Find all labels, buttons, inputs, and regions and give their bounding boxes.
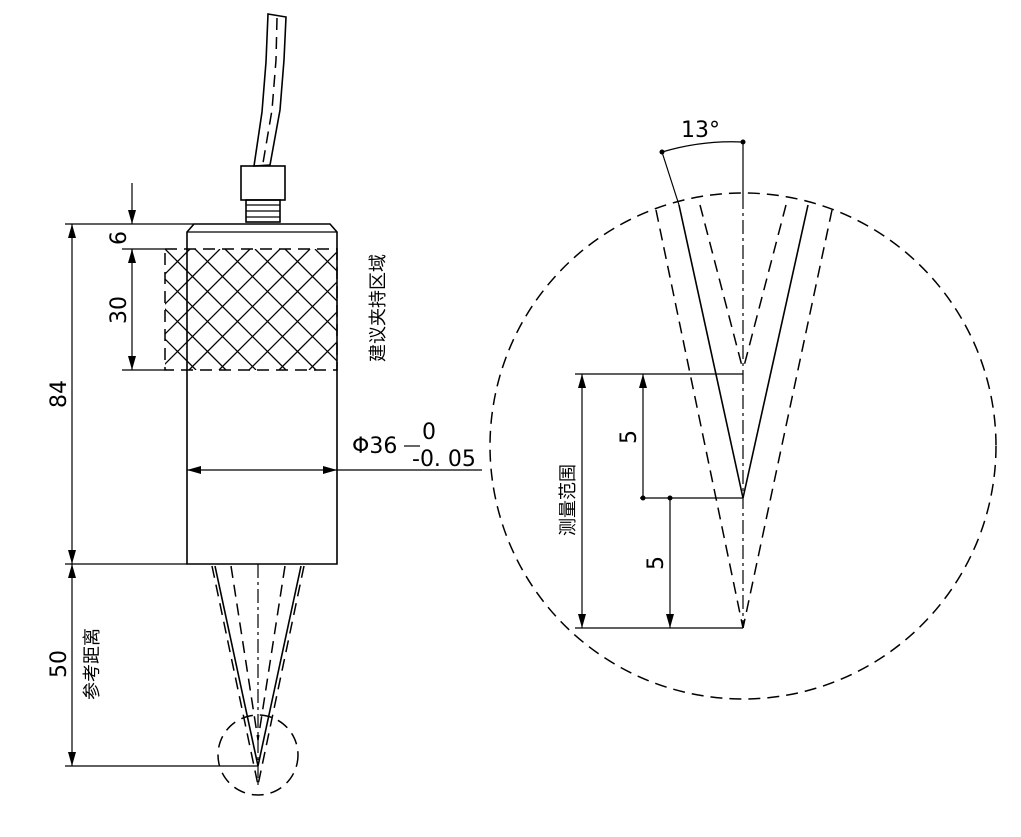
- dim-grip-height: 30: [107, 296, 132, 324]
- dimension-lines-left: 84 6 30 50 参考距离: [47, 183, 258, 767]
- knurl-hatch: [165, 249, 337, 370]
- diameter-dimension: Φ36 0 -0. 05: [187, 420, 482, 474]
- laser-beam-small: [211, 564, 305, 796]
- diameter-tol-lower: -0. 05: [412, 447, 476, 472]
- diameter-label: Φ36: [352, 434, 397, 459]
- connector: [240, 165, 286, 223]
- reference-distance-label: 参考距离: [82, 628, 103, 700]
- measure-range-label: 测量范围: [558, 464, 579, 536]
- grip-zone: 建议夹持区域: [164, 248, 389, 371]
- sensor-body: [186, 223, 338, 565]
- detail-circle-large: [489, 192, 997, 700]
- dim-top-gap: 6: [107, 231, 132, 245]
- dim-total-height: 84: [47, 380, 72, 408]
- detail-circle-small: [217, 714, 299, 796]
- cable: [253, 13, 287, 167]
- dim-reference-distance: 50: [47, 650, 72, 678]
- angle-label: 13°: [681, 118, 720, 143]
- angle-arc: [661, 141, 744, 153]
- range-lower-label: 5: [644, 556, 669, 570]
- diameter-tol-upper: 0: [422, 420, 436, 445]
- detail-view: 13° 测量范围 5 5: [489, 118, 997, 700]
- range-upper-label: 5: [617, 430, 642, 444]
- grip-zone-label: 建议夹持区域: [368, 254, 389, 362]
